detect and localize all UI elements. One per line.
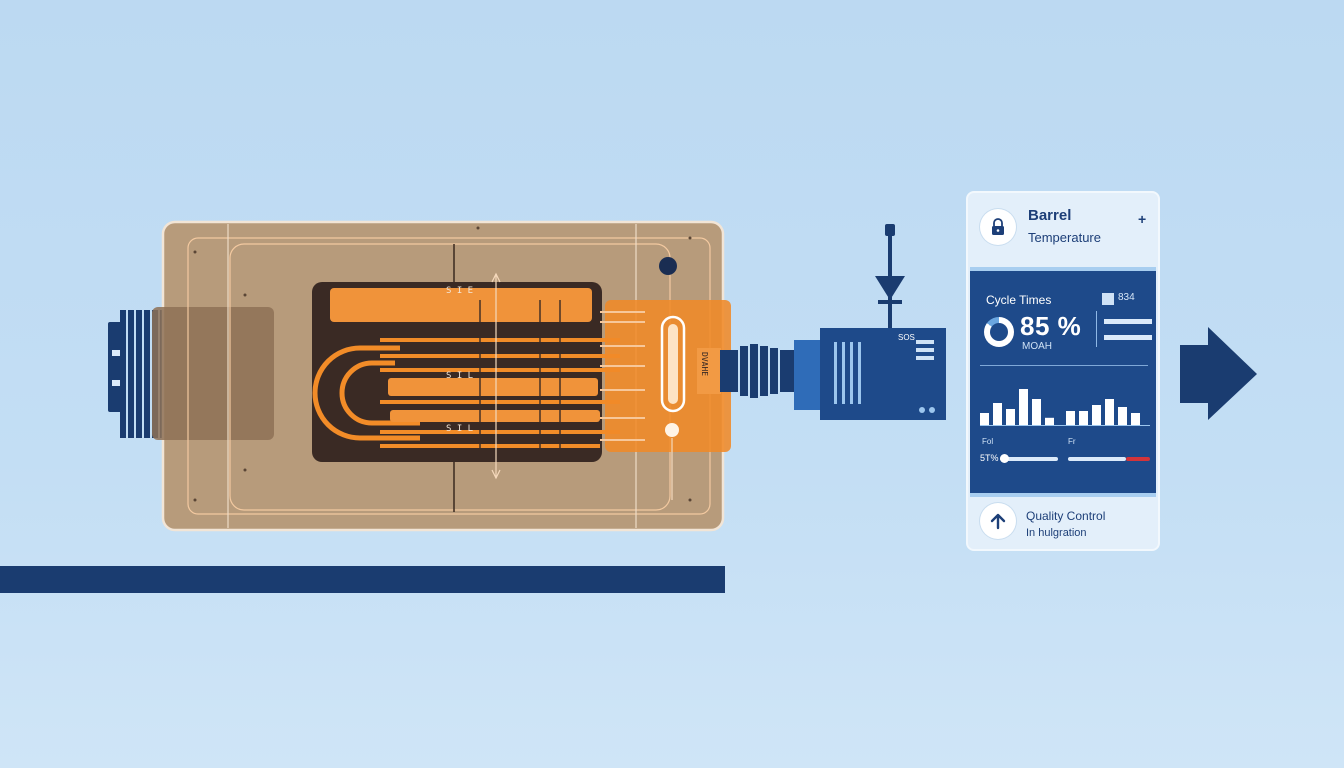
metric-tag: 834 — [1118, 292, 1135, 303]
progress-alert — [1126, 457, 1150, 461]
chart-bar — [1066, 411, 1075, 425]
metric-sub: MOAH — [1022, 341, 1052, 352]
chart-bar — [1105, 399, 1114, 425]
chart-label-c: 5T% — [980, 453, 999, 463]
card-title: Barrel — [1028, 207, 1072, 224]
legend-bar — [1104, 335, 1152, 340]
chart-bar — [980, 413, 989, 425]
dashboard-panel: Barrel Temperature + Cycle Times 834 85 … — [966, 191, 1160, 551]
chart-bar — [1019, 389, 1028, 425]
mold-label-lower: S I L — [446, 424, 474, 434]
progress-track — [1068, 457, 1126, 461]
arrow-right-icon — [1180, 327, 1257, 420]
chart-bar — [1092, 405, 1101, 425]
chart-bar — [1131, 413, 1140, 425]
metric-label: Cycle Times — [986, 293, 1052, 307]
mold-label-upper: S I E — [446, 286, 474, 296]
chart-bar — [1032, 399, 1041, 425]
nozzle-assembly — [697, 224, 946, 420]
chart-label-a: Fol — [982, 437, 994, 446]
mold-label-middle: S I L — [446, 371, 474, 381]
nozzle-label: DVAHE — [700, 352, 709, 377]
chart-label-b: Fr — [1068, 437, 1076, 446]
lock-icon — [980, 209, 1016, 245]
slider-handle[interactable] — [1000, 454, 1009, 463]
square-icon — [1102, 293, 1114, 305]
quality-subtitle: In hulgration — [1026, 527, 1087, 539]
arrow-up-icon — [980, 503, 1016, 539]
metric-value: 85 % — [1020, 311, 1082, 341]
chart-bar — [1118, 407, 1127, 425]
chart-bar — [1045, 417, 1054, 425]
base-rail — [0, 566, 725, 593]
chart-bar — [993, 403, 1002, 425]
bar-chart — [980, 389, 1150, 426]
quality-title: Quality Control — [1026, 509, 1106, 523]
slider-track[interactable] — [1000, 457, 1058, 461]
add-icon[interactable]: + — [1138, 211, 1147, 227]
legend-bar — [1104, 319, 1152, 324]
divider — [1096, 311, 1097, 347]
chart-bar — [1079, 411, 1088, 425]
mold-body — [152, 220, 731, 532]
divider — [980, 365, 1148, 366]
chart-bar — [1006, 409, 1015, 425]
progress-ring — [984, 317, 1014, 347]
motor-label: SOS — [898, 333, 915, 342]
quality-control-card[interactable]: Quality Control In hulgration — [968, 493, 1158, 549]
metrics-section: Cycle Times 834 85 % MOAH Fol Fr 5T% — [970, 267, 1156, 497]
barrel-temperature-card[interactable]: Barrel Temperature + — [968, 193, 1158, 267]
card-subtitle: Temperature — [1028, 230, 1101, 245]
